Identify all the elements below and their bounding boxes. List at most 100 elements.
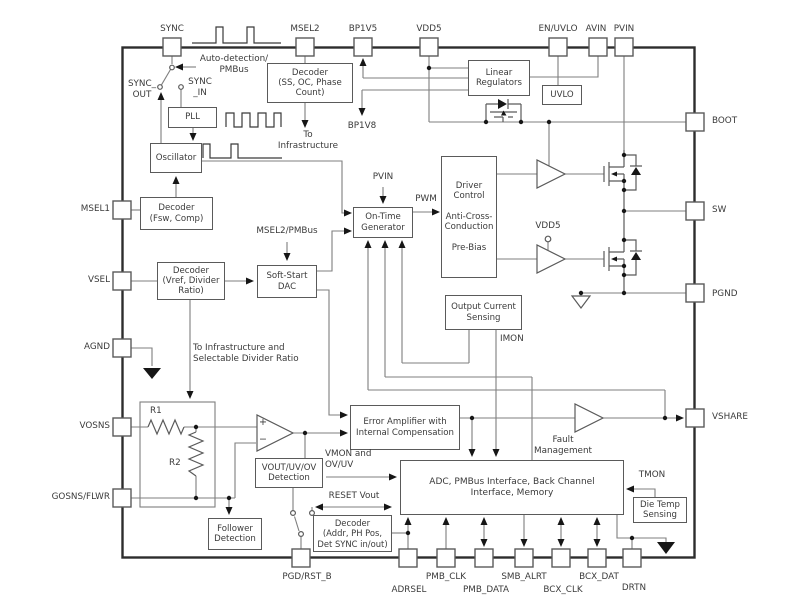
pin-label-vshare: VSHARE [712, 412, 748, 422]
pin-vosns [112, 417, 132, 437]
junction-dots [193, 65, 668, 541]
label-vdd5-internal: VDD5 [535, 221, 561, 231]
pin-label-pmb-clk: PMB_CLK [425, 572, 467, 582]
label-bp1v8: BP1V8 [347, 121, 377, 131]
pin-vdd5 [419, 37, 439, 57]
low-side-fet-icon [603, 211, 642, 293]
block-oscillator: Oscillator [150, 143, 202, 173]
pin-boot [685, 112, 705, 132]
block-output-current-sensing: Output Current Sensing [445, 295, 522, 330]
r2-resistor-icon [187, 431, 205, 477]
label-reset-vout: RESET Vout [328, 491, 380, 501]
block-driver-control: Driver Control Anti-Cross- Conduction Pr… [441, 156, 497, 278]
label-r2: R2 [169, 458, 181, 468]
pin-bcx-dat [587, 548, 607, 568]
block-error-amplifier: Error Amplifier with Internal Compensati… [350, 405, 460, 450]
pin-bcx-clk [551, 548, 571, 568]
pin-smb-alrt [514, 548, 534, 568]
label-vmon-ovuv: VMON and OV/UV [325, 449, 372, 470]
label-to-infrastructure: To Infrastructure [277, 130, 339, 151]
pin-label-en-uvlo: EN/UVLO [538, 24, 578, 34]
divider-network-box [139, 401, 216, 508]
pin-label-bp1v5: BP1V5 [348, 24, 378, 34]
label-imon: IMON [500, 334, 524, 344]
drtn-ground-icon [657, 542, 675, 554]
pin-label-vdd5: VDD5 [416, 24, 442, 34]
block-soft-start-dac: Soft-Start DAC [257, 265, 317, 298]
label-pwm: PWM [415, 194, 437, 204]
feedback-comparator-icon [256, 414, 295, 452]
block-decoder-addr: Decoder (Addr, PH Pos, Det SYNC in/out) [313, 515, 392, 552]
r1-resistor-icon [147, 418, 185, 436]
label-msel2-pmbus: MSEL2/PMBus [256, 226, 318, 236]
block-linear-regulators: Linear Regulators [468, 60, 530, 96]
oscillator-output-waveform [202, 143, 282, 159]
sync-input-waveform [192, 26, 281, 44]
label-to-infra-divider: To Infrastructure and Selectable Divider… [193, 343, 299, 364]
high-side-fet-icon [603, 150, 642, 211]
block-decoder-vref: Decoder (Vref, Divider Ratio) [157, 262, 225, 300]
block-uvlo: UVLO [542, 85, 582, 105]
label-fault-management: Fault Management [534, 435, 592, 456]
pin-sync [162, 37, 182, 57]
pin-label-pvin: PVIN [613, 24, 635, 34]
pin-label-adrsel: ADRSEL [391, 585, 427, 595]
label-comparator-plus: + [259, 417, 267, 428]
block-follower-detection: Follower Detection [208, 518, 262, 550]
pgnd-ground-icon [570, 295, 592, 309]
pin-agnd [112, 338, 132, 358]
pin-label-boot: BOOT [712, 116, 738, 126]
pin-label-sw: SW [712, 205, 727, 215]
label-tmon: TMON [638, 470, 666, 480]
pin-pmb-clk [436, 548, 456, 568]
pin-label-pgnd: PGND [712, 289, 738, 299]
pll-output-waveform [225, 112, 282, 128]
pin-label-pgd-rst-b: PGD/RST_B [282, 572, 332, 582]
label-r1: R1 [150, 406, 162, 416]
pin-msel2 [295, 37, 315, 57]
pin-vshare [685, 408, 705, 428]
block-vout-detection: VOUT/UV/OV Detection [255, 458, 323, 488]
vdd5-terminal-icon [544, 235, 552, 243]
pin-en-uvlo [548, 37, 568, 57]
pin-label-pmb-data: PMB_DATA [463, 585, 509, 595]
pin-squares [112, 37, 705, 568]
label-pvin-internal: PVIN [372, 172, 394, 182]
pin-gosns-flwr [112, 488, 132, 508]
pin-msel1 [112, 200, 132, 220]
pgd-switch [290, 510, 316, 537]
pin-vsel [112, 271, 132, 291]
low-side-driver-icon [536, 244, 567, 274]
pin-label-sync: SYNC [160, 24, 184, 34]
pin-avin [588, 37, 608, 57]
block-adc-interface: ADC, PMBus Interface, Back Channel Inter… [400, 460, 624, 515]
pin-label-gosns-flwr: GOSNS/FLWR [51, 492, 110, 502]
sync-select-switch [157, 64, 184, 90]
pin-label-avin: AVIN [585, 24, 607, 34]
label-sync-in: SYNC _IN [188, 77, 212, 98]
high-side-driver-icon [536, 159, 567, 189]
pin-label-msel1: MSEL1 [80, 204, 110, 214]
block-die-temp-sensing: Die Temp Sensing [633, 497, 687, 523]
pin-adrsel [398, 548, 418, 568]
pin-pvin [614, 37, 634, 57]
pin-label-bcx-dat: BCX_DAT [579, 572, 619, 582]
vshare-buffer-icon [574, 403, 605, 433]
pin-label-drtn: DRTN [621, 583, 647, 593]
pin-sw [685, 201, 705, 221]
wires [131, 56, 686, 549]
block-decoder-fsw: Decoder (Fsw, Comp) [140, 197, 213, 230]
pin-drtn [622, 548, 642, 568]
pin-label-vsel: VSEL [87, 275, 110, 285]
pin-label-vosns: VOSNS [79, 421, 110, 431]
pin-label-bcx-clk: BCX_CLK [543, 585, 583, 595]
pin-pmb-data [474, 548, 494, 568]
agnd-ground-icon [143, 368, 161, 379]
block-on-time-generator: On-Time Generator [353, 207, 413, 238]
arrowheads [157, 58, 684, 547]
block-decoder-ss: Decoder (SS, OC, Phase Count) [267, 63, 353, 103]
pin-bp1v5 [353, 37, 373, 57]
pin-label-msel2: MSEL2 [290, 24, 320, 34]
